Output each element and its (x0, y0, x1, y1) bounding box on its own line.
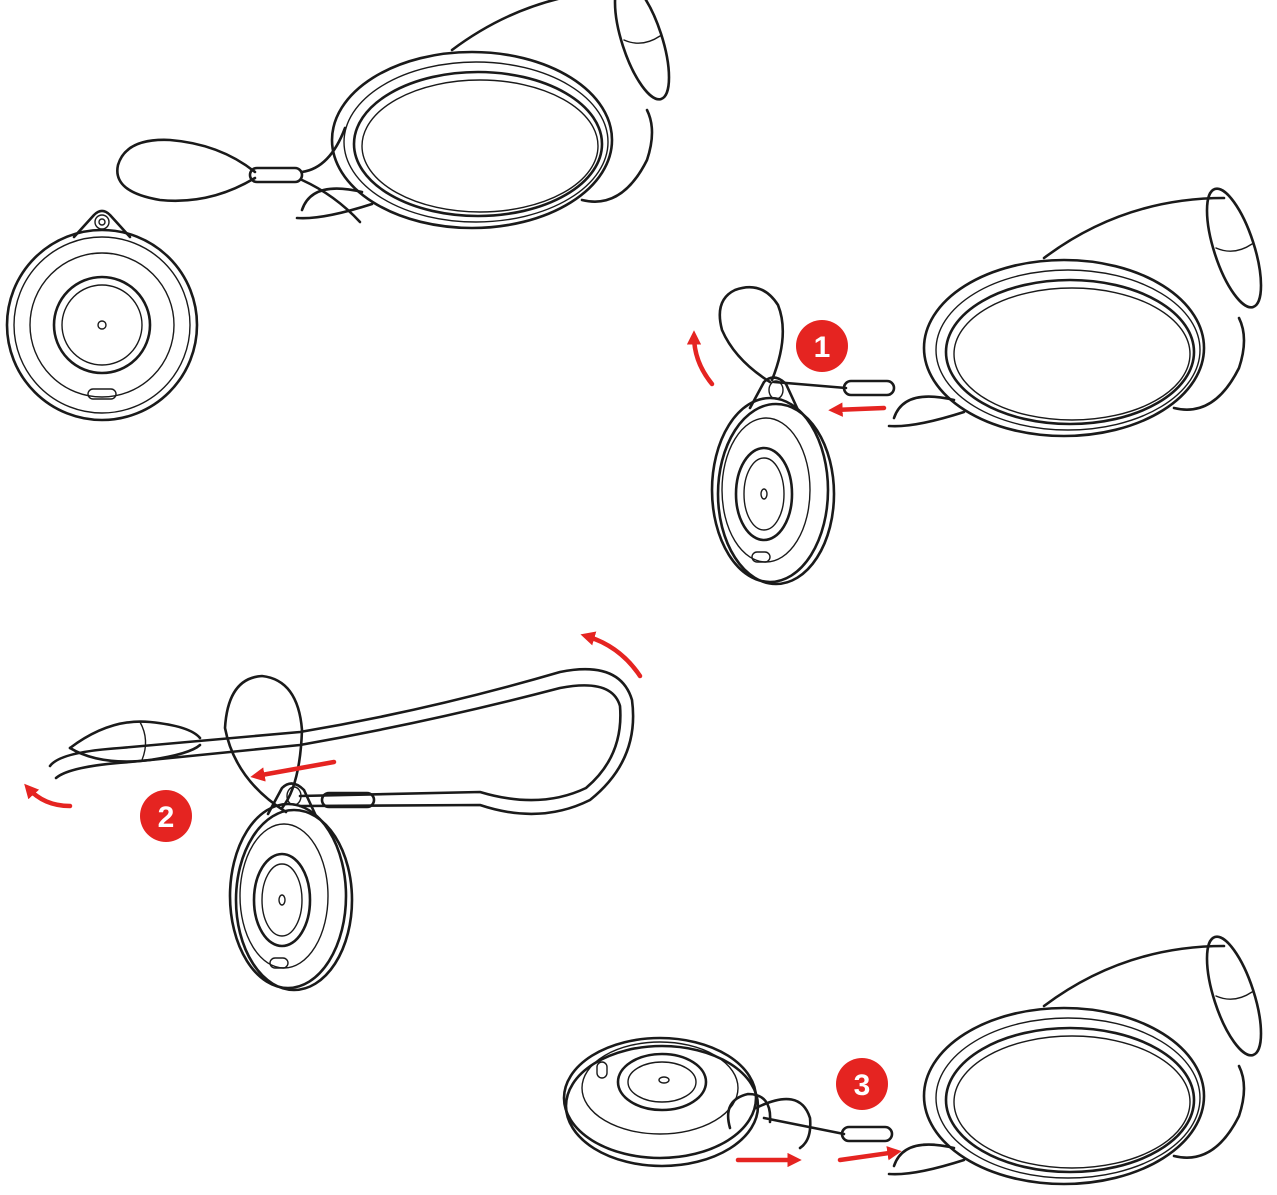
neck-strap-b (887, 181, 1274, 438)
lift-arrow-1 (686, 330, 715, 387)
panel-step-2: 2 (24, 631, 643, 992)
device-front-view (5, 209, 199, 422)
pull-arrow-left (24, 783, 73, 809)
loop-arrow-top (580, 631, 643, 679)
thread-arrow-2 (250, 759, 337, 782)
step-number-3: 3 (854, 1069, 871, 1102)
step-badge-3 (836, 1058, 888, 1110)
step-number-1: 1 (814, 331, 831, 364)
device-tilted-2 (228, 782, 354, 992)
panel-step-1: 1 (686, 181, 1274, 586)
slide-arrow-3b (837, 1146, 902, 1163)
neck-strap-a (295, 0, 682, 230)
strap-loop-detached (116, 126, 362, 224)
device-tilted-1 (710, 376, 836, 586)
panel-parts (5, 0, 682, 422)
step-badge-2 (140, 790, 192, 842)
step-number-2: 2 (158, 801, 175, 834)
panel-step-3: 3 (562, 929, 1274, 1186)
neck-strap-d (887, 929, 1274, 1186)
step-badge-1 (796, 320, 848, 372)
strap-pulled-through (48, 667, 635, 816)
device-flat-3 (562, 1036, 894, 1168)
insert-arrow-1 (828, 402, 887, 417)
